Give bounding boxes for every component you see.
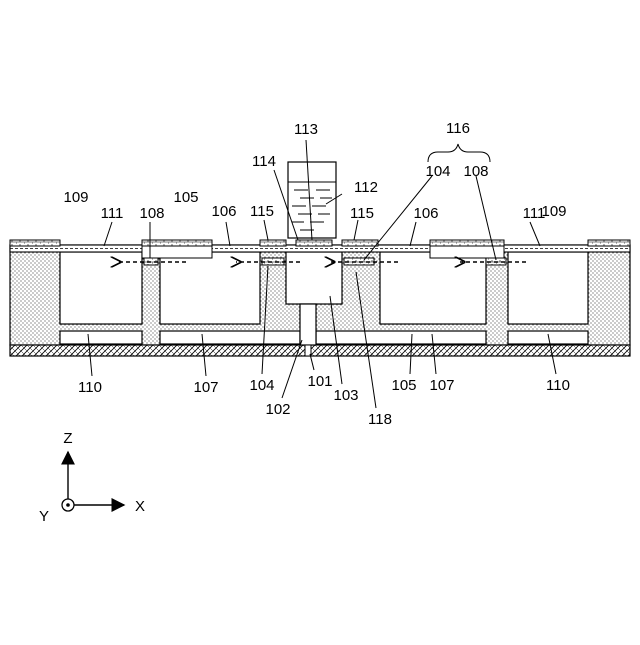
bottom-channel-110-right <box>508 331 588 344</box>
label-103: 103 <box>333 387 358 404</box>
label-111-left: 111 <box>101 205 124 222</box>
axis-z-label: Z <box>63 430 72 447</box>
label-112: 112 <box>354 179 378 196</box>
axis-legend: Z X Y <box>39 430 145 525</box>
label-109-left: 109 <box>63 189 88 206</box>
label-115-right: 115 <box>350 205 374 222</box>
label-104-right-upper: 104 <box>425 163 450 180</box>
label-106-left: 106 <box>211 203 236 220</box>
label-110-left: 110 <box>78 379 102 396</box>
bottom-channel-110-left <box>60 331 142 344</box>
chamber-105-right <box>380 252 486 324</box>
axis-y-label: Y <box>39 508 49 525</box>
label-104-left-lower: 104 <box>249 377 274 394</box>
central-chamber-103 <box>286 252 342 304</box>
bottom-channel-107-right <box>316 331 486 344</box>
label-107-right: 107 <box>429 377 454 394</box>
vertical-channel-102 <box>300 304 316 345</box>
label-101: 101 <box>307 373 332 390</box>
reagent-container-112 <box>288 162 336 238</box>
label-114: 114 <box>252 153 276 170</box>
label-106-right: 106 <box>413 205 438 222</box>
bottom-channel-107-left <box>160 331 300 344</box>
base-plate <box>10 345 630 356</box>
label-108-right: 108 <box>463 163 488 180</box>
label-110-right: 110 <box>546 377 570 394</box>
label-115-left: 115 <box>250 203 274 220</box>
label-105-right-lower: 105 <box>391 377 416 394</box>
label-111-right: 111 <box>523 205 546 222</box>
axis-x-label: X <box>135 498 145 515</box>
label-102: 102 <box>265 401 290 418</box>
chamber-109-right <box>508 252 588 324</box>
label-116: 116 <box>446 120 470 137</box>
chamber-109-left <box>60 252 142 324</box>
label-118: 118 <box>368 411 392 428</box>
label-113: 113 <box>294 121 318 138</box>
label-108-left: 108 <box>139 205 164 222</box>
chamber-105-left <box>160 252 260 324</box>
label-105-left-upper: 105 <box>173 189 198 206</box>
label-107-left: 107 <box>193 379 218 396</box>
